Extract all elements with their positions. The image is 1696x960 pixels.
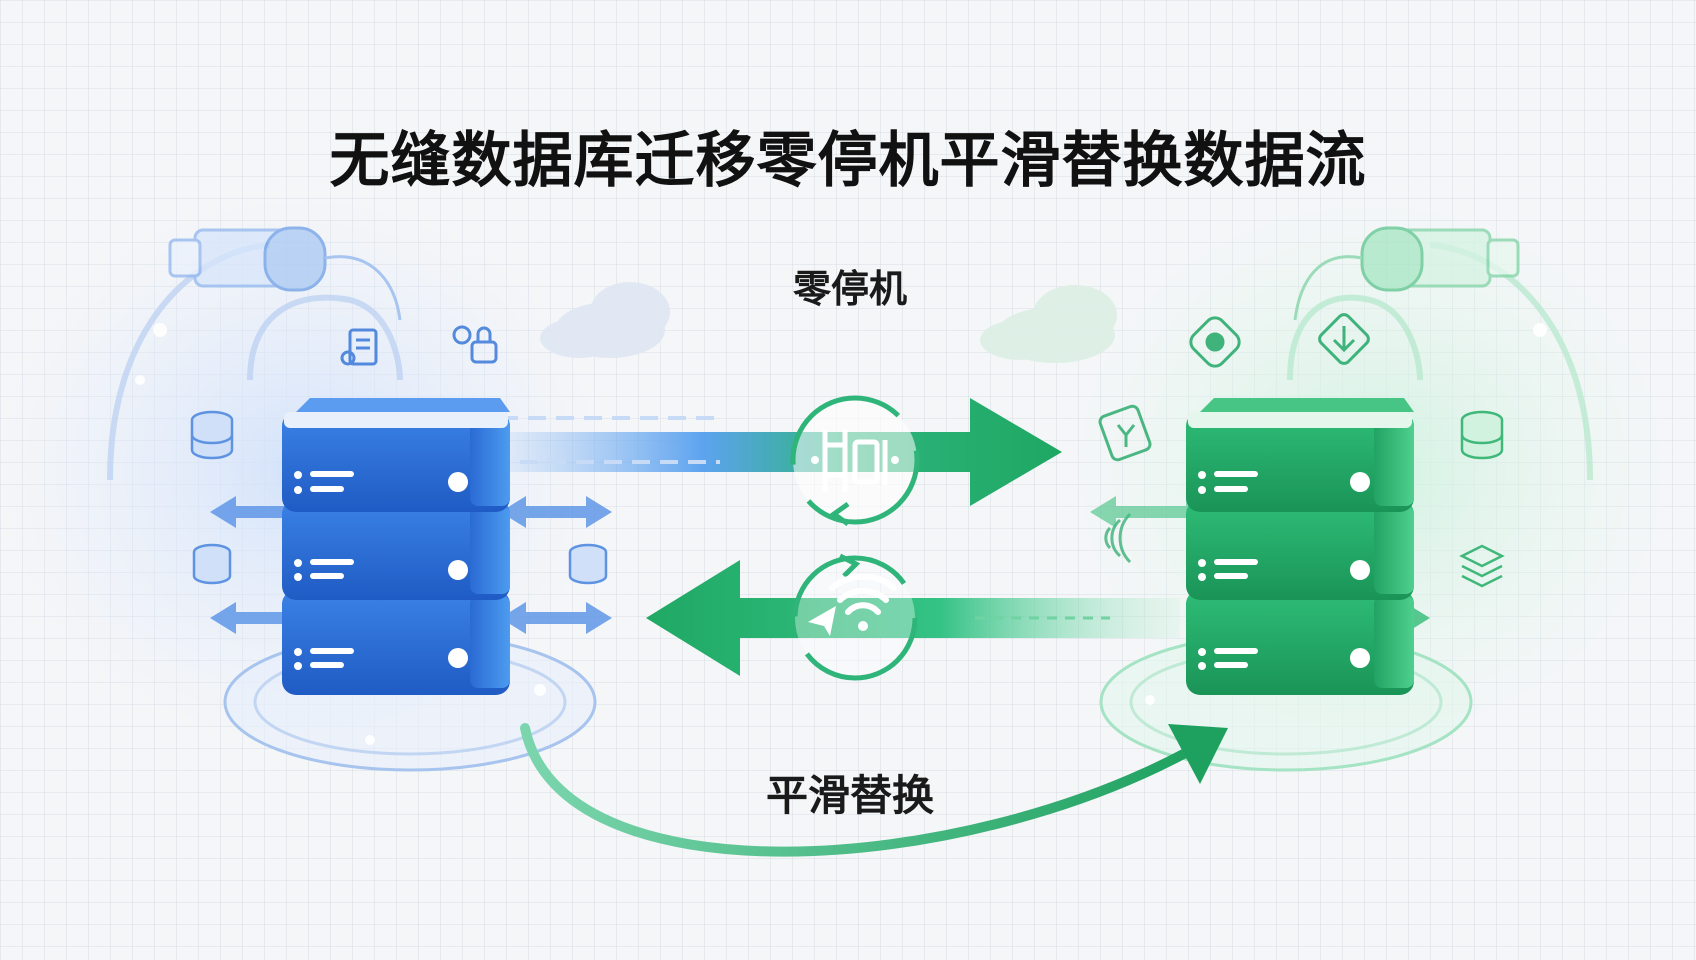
certificate-icon xyxy=(1098,404,1152,462)
server-unit xyxy=(282,590,510,695)
download-icon xyxy=(1318,313,1370,365)
server-unit xyxy=(1186,500,1414,600)
smooth-replace-label: 平滑替换 xyxy=(765,771,934,820)
layers-icon xyxy=(1459,544,1505,588)
zero-downtime-label: 零停机 xyxy=(792,267,907,311)
smooth-replace-curve-arrow xyxy=(520,723,1228,857)
lock-icon xyxy=(452,325,498,364)
sparkle-dots xyxy=(135,323,1547,745)
database-icon xyxy=(568,543,608,585)
database-icon xyxy=(190,410,234,460)
server-unit xyxy=(1186,398,1414,512)
server-unit xyxy=(282,398,510,512)
target-plug-icon xyxy=(1293,226,1520,321)
database-icon xyxy=(192,543,232,585)
cloud-icon xyxy=(980,285,1117,363)
source-database-server xyxy=(282,398,510,695)
signal-icon xyxy=(1104,512,1132,564)
database-icon xyxy=(1460,410,1504,460)
migration-arrow-forward xyxy=(500,398,1062,506)
server-unit xyxy=(282,500,510,600)
shield-icon xyxy=(1189,316,1241,368)
cloud-icon xyxy=(540,282,670,358)
document-icon xyxy=(340,328,378,366)
wifi-signal-icon xyxy=(792,553,918,681)
diagram-title: 无缝数据库迁移零停机平滑替换数据流 xyxy=(329,126,1367,196)
source-side-arrows xyxy=(210,496,612,634)
migration-gate-icon xyxy=(790,395,920,527)
server-unit xyxy=(1186,590,1414,695)
source-plug-icon xyxy=(168,226,402,321)
target-database-server xyxy=(1186,398,1414,695)
